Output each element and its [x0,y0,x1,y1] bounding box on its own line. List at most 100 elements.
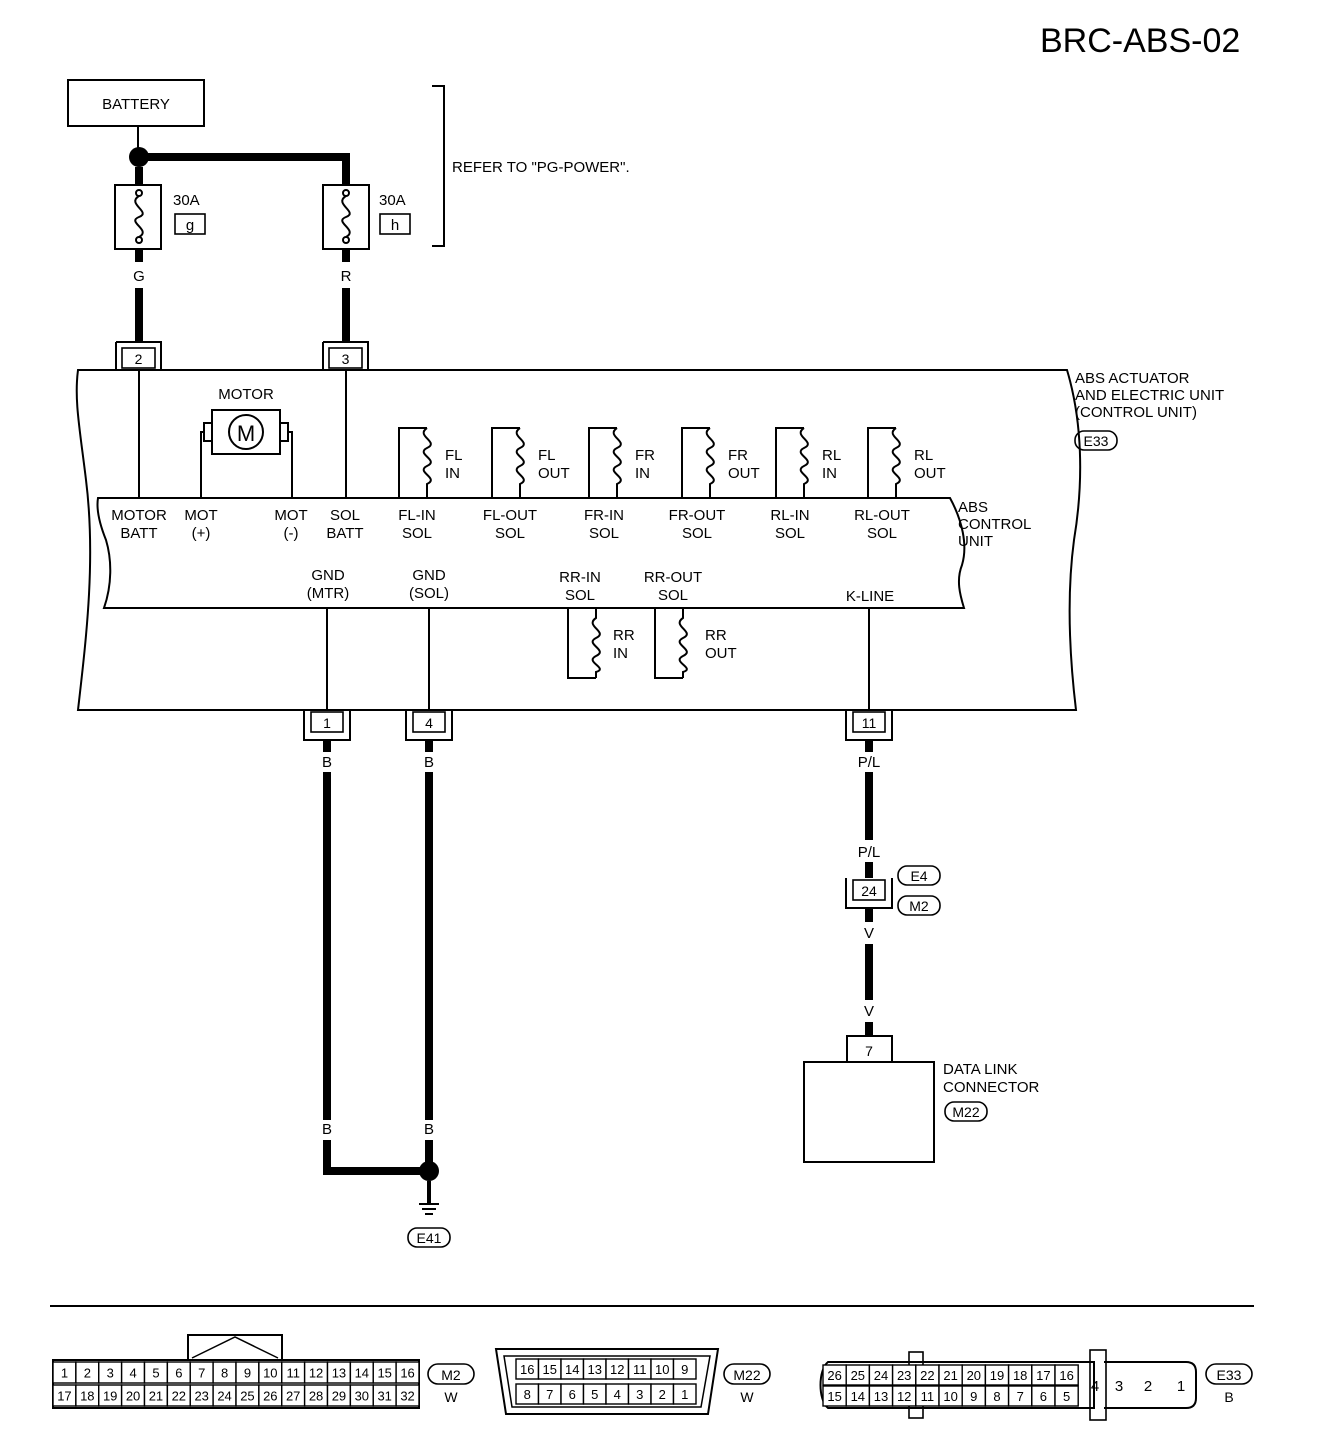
wire-color-r: R [341,268,352,285]
ground-id: E41 [417,1230,442,1246]
svg-text:OUT: OUT [914,465,946,482]
term-fl-in-sol-2: SOL [402,525,432,542]
e33-pin-16-label: 16 [1059,1368,1073,1383]
terminals-bottom: GND (MTR) GND (SOL) RR-IN SOL RR-OUT SOL… [307,567,894,605]
solenoid-coil-icon [515,427,525,498]
m2-pin-31-label: 31 [377,1389,391,1404]
terminals-top: MOTOR BATT MOT (+) MOT (-) SOL BATT FL-I… [111,507,910,542]
svg-text:4: 4 [425,715,433,731]
term-rr-in-sol-2: SOL [565,587,595,604]
joint-connector-m2: M2 [909,898,929,914]
wire-color-gnd-mtr-bottom: B [322,1121,332,1138]
ground-wires: B B B B [322,740,434,1175]
dlc-label-1: DATA LINK [943,1061,1017,1078]
e33-pin-24-label: 24 [874,1368,888,1383]
solenoid-coil-icon [705,427,715,498]
term-fr-in-sol-1: FR-IN [584,507,624,524]
e33-pin-16-cell [1054,1364,1079,1386]
wire-color-kline-4: V [864,1003,874,1020]
term-mot-plus-2: (+) [192,525,211,542]
m22-pin-15-label: 15 [543,1362,557,1377]
m2-pin-6-label: 6 [175,1366,182,1381]
solenoid-rl-in: RL IN [775,427,841,499]
solenoid-coil-icon [422,427,432,498]
solenoid-coil-icon [799,427,809,498]
e33-pin-17-label: 17 [1036,1368,1050,1383]
term-fr-out-sol-1: FR-OUT [669,507,726,524]
term-mot-minus-2: (-) [284,525,299,542]
pin-connector-3: 3 [322,341,369,370]
m2-pin-27-label: 27 [286,1389,300,1404]
abs-actuator-unit-outline [75,369,1082,711]
fuse-g: 30A g G [114,167,206,342]
m2-pin-3-label: 3 [107,1366,114,1381]
m2-pin-14-label: 14 [355,1366,369,1381]
m2-pin-13-label: 13 [332,1366,346,1381]
term-mot-plus-1: MOT [184,507,217,524]
svg-text:11: 11 [862,715,877,731]
svg-text:RL: RL [914,447,933,464]
wire-color-gnd-mtr-top: B [322,754,332,771]
motor-icon [228,414,264,450]
term-fr-in-sol-2: SOL [589,525,619,542]
term-fl-out-sol-2: SOL [495,525,525,542]
pin-connector-11: 11 [845,710,893,741]
pin-3-label: 3 [342,351,350,367]
fuse-g-rating: 30A [173,192,200,209]
solenoid-rr-in: RR IN [567,607,635,679]
battery-box [67,79,205,127]
m2-pin-12-label: 12 [309,1366,323,1381]
term-gnd-sol-1: GND [412,567,446,584]
e33-pin-7-label: 7 [1017,1389,1024,1404]
m2-pin-23-label: 23 [194,1389,208,1404]
e33-pin-20-label: 20 [967,1368,981,1383]
wire-color-kline-1: P/L [858,754,881,771]
m22-pin-7-label: 7 [546,1387,553,1402]
pin-connector-1: 1 [303,710,351,741]
solenoid-fl-in: FL IN [398,427,463,499]
e33-pin-19-label: 19 [990,1368,1004,1383]
dlc-label-2: CONNECTOR [943,1079,1040,1096]
svg-text:OUT: OUT [728,465,760,482]
e33-pin-22-label: 22 [920,1368,934,1383]
term-mot-minus-1: MOT [274,507,307,524]
fuse-h-rating: 30A [379,192,406,209]
term-k-line: K-LINE [846,588,894,605]
term-motor-batt-1: MOTOR [111,507,167,524]
pin-2-label: 2 [135,351,143,367]
term-rl-out-sol-2: SOL [867,525,897,542]
m2-pin-16-label: 16 [400,1366,414,1381]
motor-symbol: M [237,421,255,446]
svg-text:RR: RR [613,627,635,644]
m22-pin-11-label: 11 [633,1362,647,1377]
m22-pin-2-label: 2 [659,1387,666,1402]
solenoid-fl-out: FL OUT [491,427,570,499]
pin-connector-2: 2 [115,341,162,370]
term-gnd-mtr-1: GND [311,567,345,584]
m2-pin-7-label: 7 [198,1366,205,1381]
solenoid-fr-in: FR IN [588,427,655,499]
svg-text:FL: FL [538,447,556,464]
control-unit-line-1: ABS [958,499,988,516]
m2-pin-18-label: 18 [80,1389,94,1404]
m22-pin-9-label: 9 [681,1362,688,1377]
e33-pin-5-label: 5 [1063,1389,1070,1404]
e33-pin-3-label: 3 [1115,1378,1123,1395]
fuse-g-id: g [186,217,194,234]
solenoid-rr-out: RR OUT [654,607,737,679]
solenoid-coil-icon [678,608,688,678]
solenoid-fr-out: FR OUT [681,427,760,499]
unit-name-line-1: ABS ACTUATOR [1075,370,1190,387]
e33-pin-2-label: 2 [1144,1378,1152,1395]
joint-connector-24: 24 E4 M2 [845,865,941,916]
term-rr-out-sol-2: SOL [658,587,688,604]
m2-pin-25-label: 25 [240,1389,254,1404]
m22-pin-10-label: 10 [655,1362,669,1377]
m2-pin-8-label: 8 [221,1366,228,1381]
dlc-connector-id: M22 [952,1104,979,1120]
control-unit-line-2: CONTROL [958,516,1031,533]
m22-pin-12-label: 12 [610,1362,624,1377]
term-fr-out-sol-2: SOL [682,525,712,542]
term-motor-batt-2: BATT [120,525,157,542]
